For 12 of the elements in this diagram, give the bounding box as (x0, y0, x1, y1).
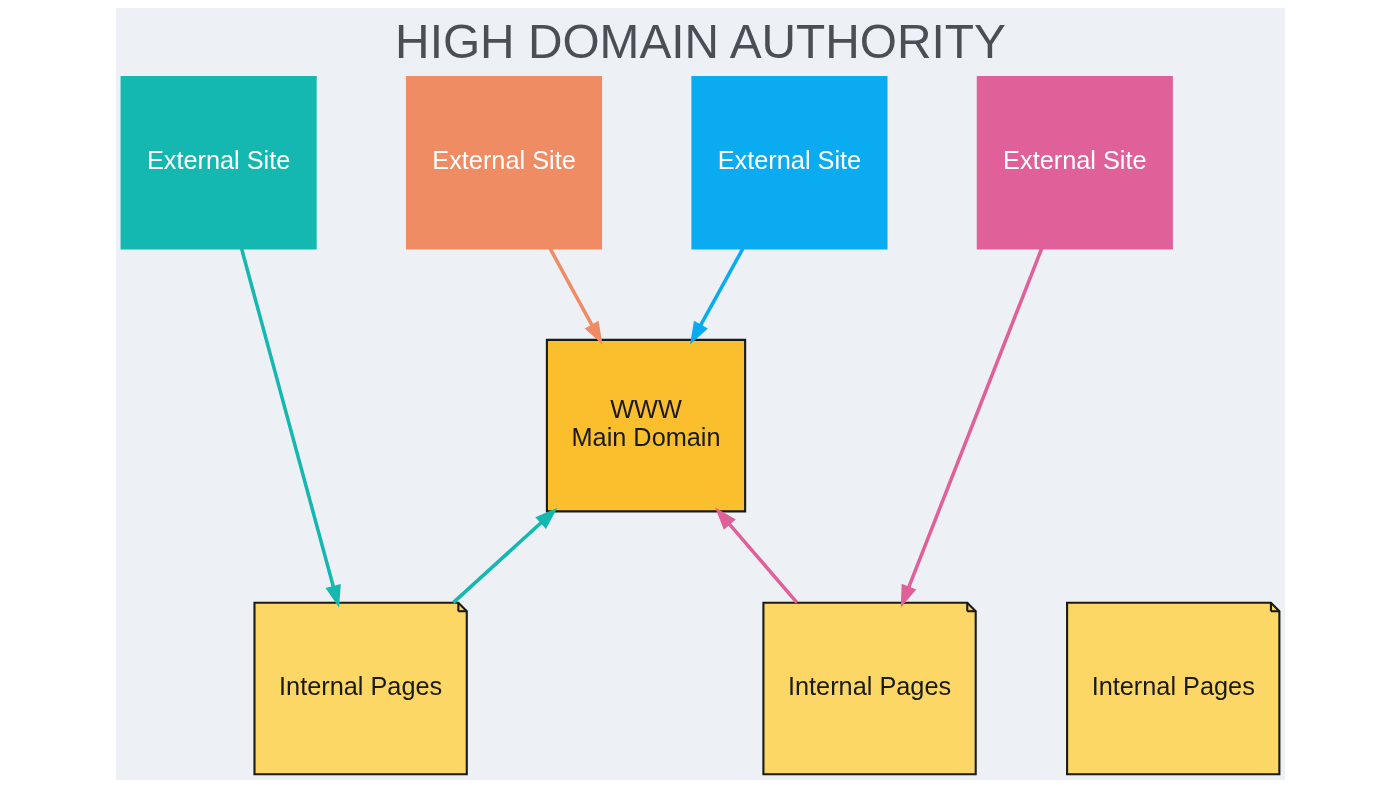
arrow (900, 248, 1043, 608)
diagram-title: HIGH DOMAIN AUTHORITY (394, 14, 1006, 68)
node-box: External Site (405, 75, 602, 250)
node-box: External Site (690, 75, 887, 250)
arrow (689, 247, 744, 345)
arrow (451, 507, 557, 604)
arrow (548, 247, 602, 345)
node-box: External Site (120, 75, 317, 250)
arrow (239, 248, 341, 608)
node-box: External Site (976, 75, 1173, 250)
node-box: WWW Main Domain (545, 338, 746, 513)
arrow (714, 507, 798, 604)
